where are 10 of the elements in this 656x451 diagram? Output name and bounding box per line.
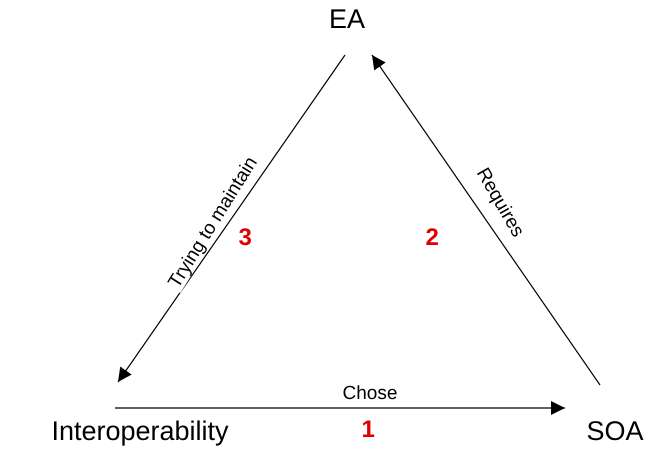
callout-number: 1 <box>362 418 375 442</box>
arrow <box>372 54 600 386</box>
node-label: SOA <box>586 418 644 445</box>
arrow <box>118 54 346 382</box>
callout-number: 2 <box>426 226 439 250</box>
callout-number: 3 <box>238 226 252 250</box>
arrow <box>115 401 565 415</box>
node-label: EA <box>328 6 366 33</box>
node-label: Interoperability <box>51 418 229 445</box>
edge-label: Chose <box>340 384 400 402</box>
